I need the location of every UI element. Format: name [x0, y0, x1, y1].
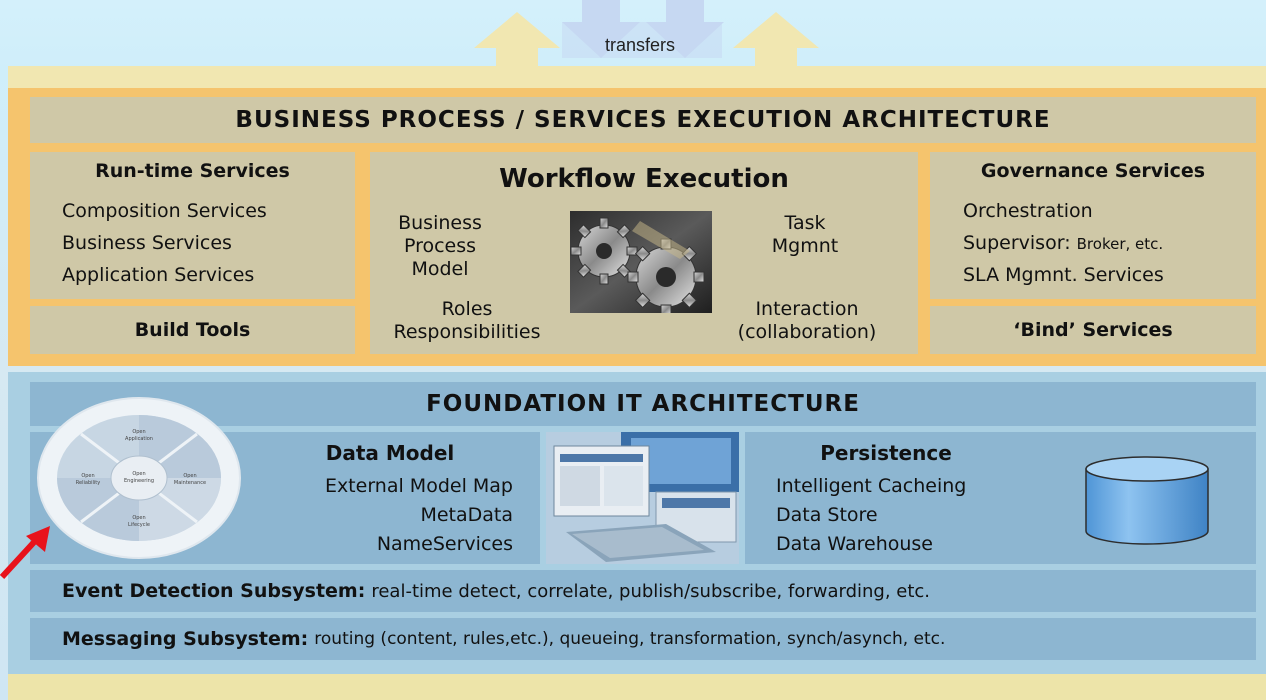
svg-text:Lifecycle: Lifecycle — [128, 522, 150, 528]
open-engineering-circle-logo: Open Engineering Open Application Open R… — [37, 397, 241, 559]
runtime-service-item: Composition Services — [62, 200, 267, 222]
workflow-execution-title: Workflow Execution — [499, 164, 789, 194]
persistence-title: Persistence — [820, 441, 952, 465]
runtime-services-title: Run-time Services — [95, 160, 290, 182]
svg-text:Application: Application — [125, 436, 153, 442]
transfers-label: transfers — [604, 34, 676, 55]
governance-service-item: SLA Mgmnt. Services — [963, 264, 1164, 286]
svg-text:Maintenance: Maintenance — [174, 480, 206, 486]
svg-text:Open: Open — [183, 473, 196, 479]
svg-text:Reliability: Reliability — [76, 480, 100, 486]
database-cylinder-icon — [1085, 456, 1209, 545]
svg-text:Engineering: Engineering — [124, 478, 154, 484]
build-tools-box: Build Tools — [30, 306, 355, 354]
red-pointer-arrow-icon — [0, 526, 50, 580]
gears-image — [570, 211, 712, 313]
data-model-item: MetaData — [420, 504, 513, 526]
foundation-architecture-title: FOUNDATION IT ARCHITECTURE — [30, 382, 1256, 426]
data-model-item: External Model Map — [324, 475, 513, 497]
svg-text:Open: Open — [132, 429, 145, 435]
transfer-arrows-icon — [474, 0, 819, 66]
persistence-item: Data Warehouse — [776, 533, 934, 555]
data-model-title: Data Model — [325, 441, 455, 465]
top-strip — [8, 66, 1266, 88]
data-model-item: NameServices — [376, 533, 513, 555]
governance-service-item: Orchestration — [963, 200, 1093, 222]
interaction-collaboration-label: Interaction (collaboration) — [737, 298, 877, 343]
svg-text:Open: Open — [132, 471, 145, 477]
persistence-item: Intelligent Cacheing — [776, 475, 967, 497]
computer-screens-image — [546, 432, 739, 564]
messaging-text: routing (content, rules,etc.), queueing,… — [314, 629, 946, 649]
svg-text:Open: Open — [132, 515, 145, 521]
task-management-label: Task Mgmnt — [771, 212, 839, 257]
runtime-service-item: Application Services — [62, 264, 255, 286]
event-detection-subsystem-box: Event Detection Subsystem: real-time det… — [30, 570, 1256, 612]
governance-services-title: Governance Services — [980, 160, 1206, 182]
governance-services-box — [930, 152, 1256, 299]
event-detection-text: real-time detect, correlate, publish/sub… — [371, 580, 931, 602]
event-detection-label: Event Detection Subsystem: — [62, 580, 366, 602]
bind-services-box: ‘Bind’ Services — [930, 306, 1256, 354]
governance-service-item: Supervisor: Broker, etc. — [963, 232, 1164, 254]
business-architecture-title: BUSINESS PROCESS / SERVICES EXECUTION AR… — [30, 97, 1256, 143]
bottom-strip — [8, 674, 1266, 700]
persistence-item: Data Store — [776, 504, 878, 526]
messaging-subsystem-box: Messaging Subsystem: routing (content, r… — [30, 618, 1256, 660]
business-process-model-label: Business Process Model — [398, 212, 482, 280]
runtime-service-item: Business Services — [62, 232, 232, 254]
runtime-services-box — [30, 152, 355, 299]
svg-text:Open: Open — [81, 473, 94, 479]
messaging-label: Messaging Subsystem: — [62, 628, 309, 650]
roles-responsibilities-label: Roles Responsibilities — [393, 298, 541, 343]
